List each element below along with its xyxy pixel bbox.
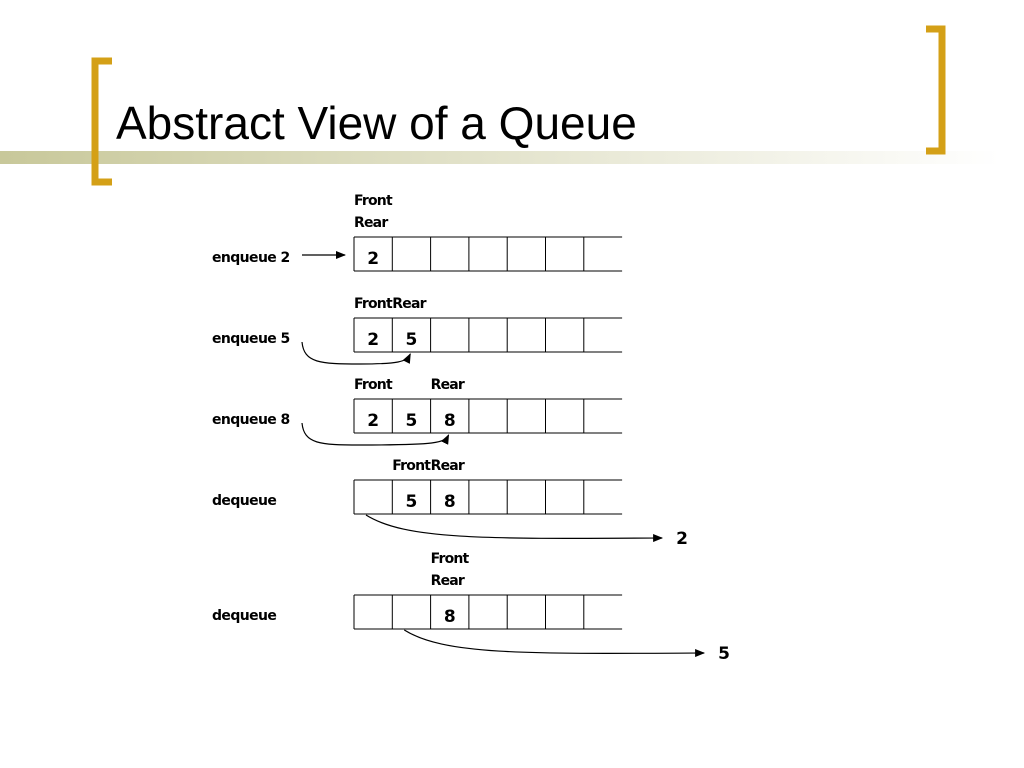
pointer-label-rear: Rear: [431, 458, 465, 474]
pointer-label-rear: Rear: [431, 377, 465, 393]
pointer-label-front: Front: [392, 458, 431, 474]
queue-cell-value: 2: [367, 330, 379, 350]
operation-label: dequeue: [212, 608, 276, 624]
pointer-label-front: Front: [354, 296, 393, 312]
operation-label: enqueue 2: [212, 250, 290, 266]
queue-cell-value: 5: [406, 492, 418, 512]
right-bracket-icon: [926, 25, 946, 155]
pointer-label-rear: Rear: [392, 296, 426, 312]
queue-cell-value: 2: [367, 249, 379, 269]
queue-cell-value: 8: [444, 411, 456, 431]
queue-cell-value: 8: [444, 492, 456, 512]
queue-cell-value: 2: [367, 411, 379, 431]
operation-label: dequeue: [212, 493, 276, 509]
queue-cell-value: 8: [444, 607, 456, 627]
queue-cell-value: 5: [406, 330, 418, 350]
left-bracket-icon: [91, 57, 112, 186]
pointer-label-front: Front: [354, 377, 393, 393]
pointer-label-front: Front: [354, 193, 393, 209]
pointer-label-rear: Rear: [354, 215, 388, 231]
dequeued-value: 5: [718, 644, 730, 664]
dequeued-value: 2: [676, 529, 688, 549]
pointer-label-front: Front: [431, 551, 470, 567]
queue-cell-value: 5: [406, 411, 418, 431]
enqueue-arrow: [301, 341, 411, 365]
enqueue-arrow: [301, 422, 450, 446]
title-underline-rule: [0, 151, 1000, 164]
dequeue-arrow: [403, 629, 706, 658]
operation-label: enqueue 5: [212, 331, 290, 347]
queue-row: enqueue 8 2 5 8 Front Rear: [212, 377, 623, 446]
dequeue-arrow: [365, 514, 664, 543]
page-title: Abstract View of a Queue: [116, 97, 637, 149]
operation-label: enqueue 8: [212, 412, 290, 428]
pointer-label-rear: Rear: [431, 573, 465, 589]
